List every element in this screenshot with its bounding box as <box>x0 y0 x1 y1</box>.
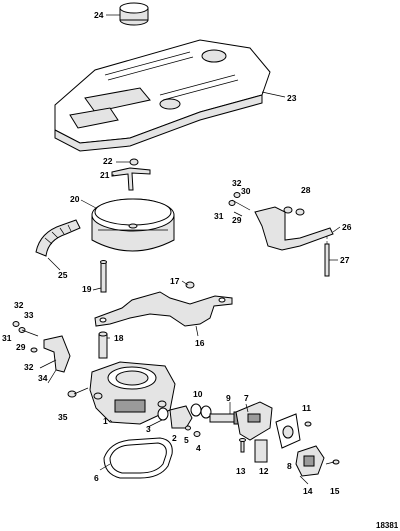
callout-1: 1 <box>103 416 108 426</box>
callout-14: 14 <box>303 486 313 496</box>
callout-34: 34 <box>38 373 48 383</box>
iac-motor-part <box>169 405 193 429</box>
callout-4: 4 <box>196 443 201 453</box>
callout-21: 21 <box>100 170 110 180</box>
callout-8: 8 <box>287 461 292 471</box>
nut-17-part <box>185 281 195 289</box>
gasket-6-part <box>103 437 173 479</box>
callout-18: 18 <box>114 333 124 343</box>
screws-4-5-part <box>185 425 201 437</box>
callout-2: 2 <box>172 433 177 443</box>
callout-30: 30 <box>241 186 251 196</box>
screw-35-part <box>67 387 89 398</box>
callout-17: 17 <box>170 276 180 286</box>
screw-11-part <box>304 421 312 427</box>
stud-27-part <box>324 236 330 277</box>
figure-number: 18381 <box>376 521 399 530</box>
callout-27: 27 <box>340 255 350 265</box>
callout-31-left: 31 <box>2 333 12 343</box>
screw-13-part <box>239 438 246 453</box>
callout-9: 9 <box>226 393 231 403</box>
callout-32-right: 32 <box>232 178 242 188</box>
callout-32-left-bottom: 32 <box>24 362 34 372</box>
callout-32-left-top: 32 <box>14 300 24 310</box>
o-ring-3-part <box>157 407 169 421</box>
screw-15-part <box>325 459 340 465</box>
callout-26: 26 <box>342 222 352 232</box>
throttle-body-part <box>89 361 176 425</box>
bracket-21-part <box>111 167 151 191</box>
callout-28: 28 <box>301 185 311 195</box>
vent-hose-part <box>35 219 81 257</box>
stud-19-part <box>100 260 107 293</box>
gasket-8-part <box>275 413 301 449</box>
flame-arrestor-part <box>91 198 175 252</box>
callout-7: 7 <box>244 393 249 403</box>
engine-cover-part <box>54 39 271 152</box>
callout-24: 24 <box>94 10 104 20</box>
leader-lines <box>39 14 341 485</box>
callout-5: 5 <box>184 435 189 445</box>
callout-25: 25 <box>58 270 68 280</box>
tps-housing-part <box>235 401 273 441</box>
map-sensor-part <box>295 445 325 477</box>
callout-29-right: 29 <box>232 215 242 225</box>
callout-12: 12 <box>259 466 269 476</box>
callout-16: 16 <box>195 338 205 348</box>
spacer-18-part <box>98 331 108 359</box>
callout-19: 19 <box>82 284 92 294</box>
block-12-part <box>254 439 268 463</box>
callout-35: 35 <box>58 412 68 422</box>
callout-labels: 24 23 22 21 20 25 32 30 31 29 28 26 27 1… <box>2 10 352 496</box>
callout-20: 20 <box>70 194 80 204</box>
left-hardware-part <box>12 321 71 373</box>
throttle-bracket-part <box>228 192 334 251</box>
callout-15: 15 <box>330 486 340 496</box>
cap-part <box>119 2 149 26</box>
callout-22: 22 <box>103 156 113 166</box>
callout-29-left: 29 <box>16 342 26 352</box>
callout-3: 3 <box>146 424 151 434</box>
callout-10: 10 <box>193 389 203 399</box>
callout-31-right: 31 <box>214 211 224 221</box>
callout-33: 33 <box>24 310 34 320</box>
callout-23: 23 <box>287 93 297 103</box>
callout-13: 13 <box>236 466 246 476</box>
throttle-body-bracket-part <box>94 291 233 327</box>
grommet-part <box>129 158 139 166</box>
callout-6: 6 <box>94 473 99 483</box>
o-ring-10-part <box>190 403 212 419</box>
callout-11: 11 <box>302 403 311 413</box>
